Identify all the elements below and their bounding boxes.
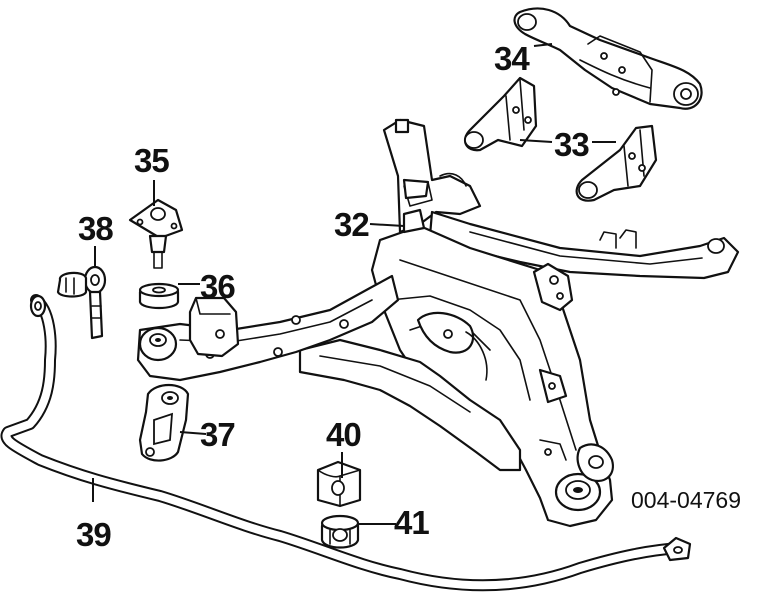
part-40-bushing-clamp: [316, 460, 362, 508]
callout-40: 40: [326, 416, 361, 453]
callout-36: 36: [200, 268, 235, 305]
leader-34: [533, 43, 553, 47]
callout-37: 37: [200, 416, 235, 453]
leader-lines: [92, 43, 616, 525]
callout-35: 35: [134, 142, 169, 179]
callout-38: 38: [78, 210, 113, 247]
callout-34: 34: [494, 40, 530, 77]
part-32-crossmember: [136, 118, 740, 528]
callout-41: 41: [394, 504, 429, 541]
part-35-mount-plate: [128, 198, 184, 269]
part-38-stabilizer-link: [56, 265, 107, 340]
part-34-upper-control-arm: [513, 7, 703, 110]
part-37-bracket: [138, 383, 190, 462]
part-36-washer: [138, 282, 180, 310]
leader-32: [369, 223, 405, 227]
part-33-lower-arm-left: [463, 76, 538, 152]
part-39-stabilizer-bar: [0, 294, 692, 592]
part-33-lower-arm-right: [575, 124, 658, 202]
leader-37: [179, 431, 207, 435]
part-41-bushing: [320, 514, 360, 549]
callout-32: 32: [334, 206, 369, 243]
callout-labels: 34 33 32 35 36 37 38 39 40 41 004-04769: [76, 40, 741, 553]
diagram-code: 004-04769: [631, 487, 741, 513]
callout-33: 33: [554, 126, 589, 163]
callout-39: 39: [76, 516, 111, 553]
leader-33-left: [519, 139, 553, 143]
